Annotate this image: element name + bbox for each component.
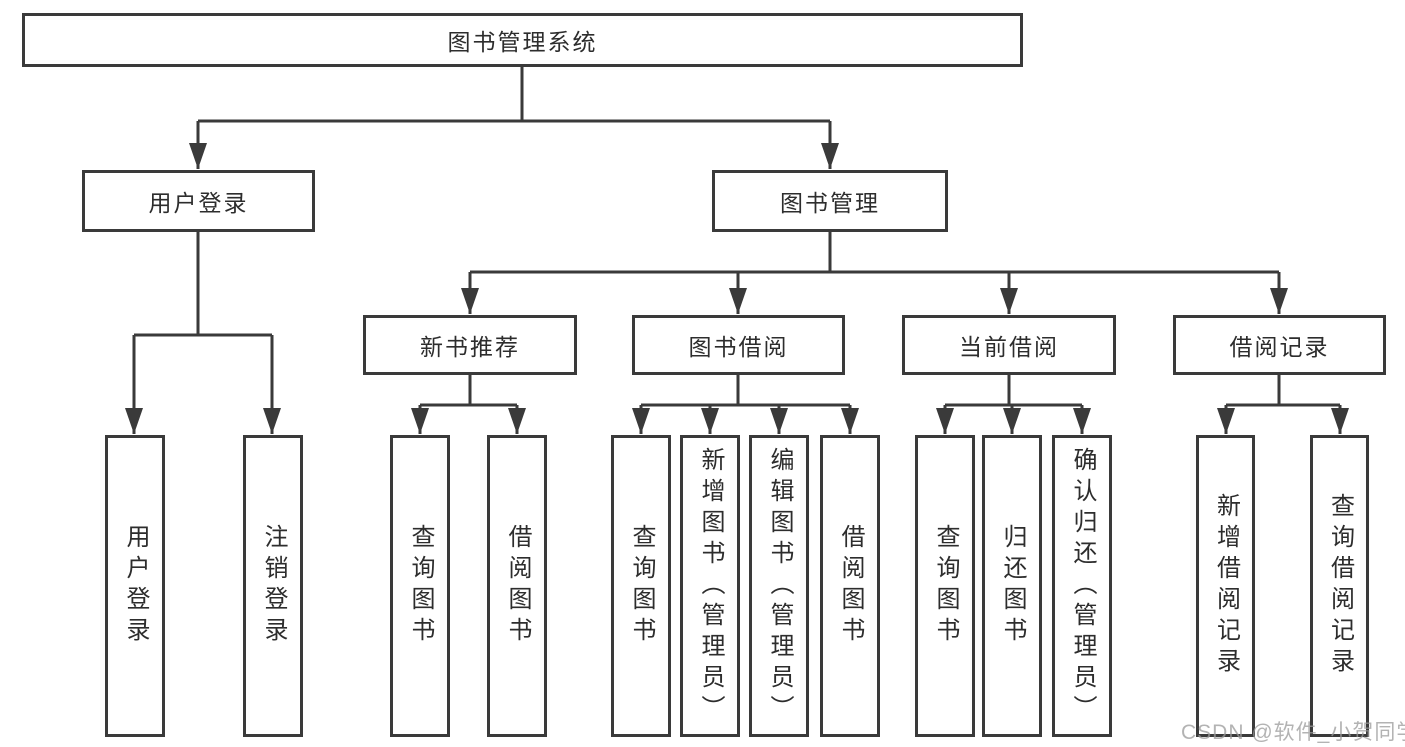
node-root: 图书管理系统 [22,13,1023,67]
csdn-watermark: CSDN @软件_小贺同学 [1181,721,1405,744]
leaf-confirm-return-admin: 确认归还（管理员） [1052,435,1112,737]
leaf-query-borrow-record: 查询借阅记录 [1310,435,1369,737]
leaf-add-borrow-record-label: 新增借阅记录 [1212,493,1240,679]
node-current-borrowing-label: 当前借阅 [959,334,1059,360]
node-borrowing-records: 借阅记录 [1173,315,1386,375]
leaf-edit-books-admin: 编辑图书（管理员） [749,435,809,737]
node-borrowing-records-label: 借阅记录 [1229,334,1330,360]
leaf-logout-label: 注销登录 [260,524,287,648]
leaf-return-books: 归还图书 [982,435,1042,737]
node-book-borrowing-label: 图书借阅 [688,334,789,360]
node-root-label: 图书管理系统 [447,29,598,55]
leaf-confirm-return-admin-label: 确认归还（管理员） [1069,446,1096,726]
leaf-query-borrow-record-label: 查询借阅记录 [1326,493,1354,679]
leaf-user-login-label: 用户登录 [122,524,149,648]
leaf-recommend-query-books-label: 查询图书 [407,524,434,648]
leaf-return-books-label: 归还图书 [999,524,1026,648]
node-book-management-label: 图书管理 [780,190,880,216]
leaf-recommend-borrow-books-label: 借阅图书 [504,524,531,648]
leaf-borrow-books: 借阅图书 [820,435,880,737]
leaf-add-borrow-record: 新增借阅记录 [1196,435,1255,737]
leaf-user-login: 用户登录 [105,435,165,737]
leaf-recommend-query-books: 查询图书 [390,435,450,737]
node-new-book-recommend: 新书推荐 [363,315,577,375]
leaf-borrow-books-label: 借阅图书 [837,524,864,648]
node-user-login-label: 用户登录 [148,190,249,216]
leaf-logout: 注销登录 [243,435,303,737]
leaf-current-query-books-label: 查询图书 [932,524,959,648]
leaf-edit-books-admin-label: 编辑图书（管理员） [766,446,793,726]
node-current-borrowing: 当前借阅 [902,315,1116,375]
node-book-management: 图书管理 [712,170,948,232]
node-book-borrowing: 图书借阅 [632,315,845,375]
leaf-current-query-books: 查询图书 [915,435,975,737]
leaf-borrow-query-books-label: 查询图书 [628,524,655,648]
node-new-book-recommend-label: 新书推荐 [420,334,520,360]
leaf-recommend-borrow-books: 借阅图书 [487,435,547,737]
leaf-add-books-admin-label: 新增图书（管理员） [697,446,724,726]
leaf-borrow-query-books: 查询图书 [611,435,671,737]
node-user-login: 用户登录 [82,170,315,232]
leaf-add-books-admin: 新增图书（管理员） [680,435,740,737]
